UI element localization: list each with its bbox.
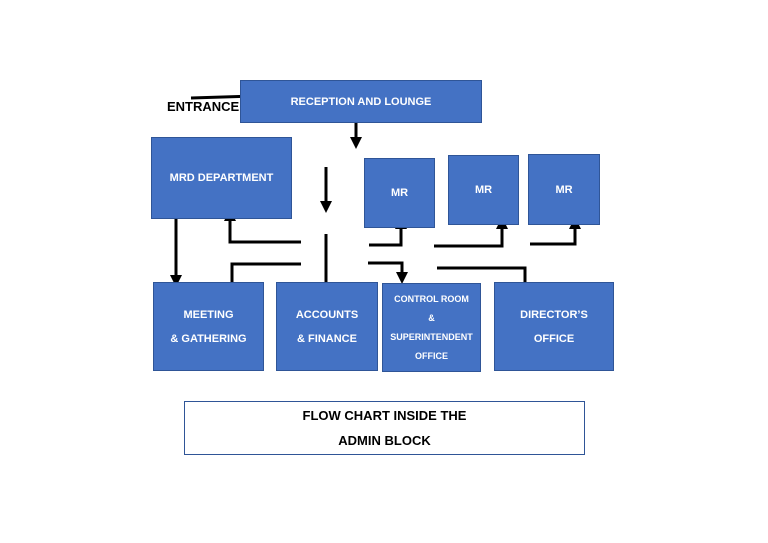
node-mr-3: MR	[528, 154, 600, 225]
node-director-line1: DIRECTOR’S	[520, 308, 588, 321]
node-mr-3-label: MR	[555, 183, 573, 196]
node-meeting-line1: MEETING	[183, 308, 234, 321]
node-mr-2: MR	[448, 155, 519, 225]
node-reception-label: RECEPTION AND LOUNGE	[290, 95, 432, 108]
node-control-room: CONTROL ROOM & SUPERINTENDENT OFFICE	[382, 283, 481, 372]
diagram-caption: FLOW CHART INSIDE THE ADMIN BLOCK	[184, 401, 585, 455]
node-meeting-line2: & GATHERING	[170, 332, 247, 345]
node-accounts-line2: & FINANCE	[297, 332, 357, 345]
node-control-line3: SUPERINTENDENT	[390, 331, 473, 342]
entrance-label: ENTRANCE	[167, 99, 240, 114]
node-mr-1: MR	[364, 158, 435, 228]
arrow-to-mr3	[530, 217, 581, 246]
node-director-line2: OFFICE	[533, 332, 575, 345]
node-directors-office: DIRECTOR’S OFFICE	[494, 282, 614, 371]
caption-line2: ADMIN BLOCK	[338, 433, 431, 448]
node-mrd-department: MRD DEPARTMENT	[151, 137, 292, 219]
arrow-to-mrd	[224, 209, 301, 244]
node-control-line2: &	[428, 312, 435, 323]
arrow-to-mr2	[434, 217, 508, 248]
node-mr-2-label: MR	[474, 184, 493, 196]
node-control-line1: CONTROL ROOM	[394, 293, 469, 304]
arrow-to-mr1	[369, 217, 407, 247]
caption-line1: FLOW CHART INSIDE THE	[302, 408, 467, 423]
node-accounts-line1: ACCOUNTS	[295, 308, 359, 321]
node-control-line4: OFFICE	[415, 350, 448, 361]
node-accounts-finance: ACCOUNTS & FINANCE	[276, 282, 378, 371]
node-meeting-gathering: MEETING & GATHERING	[153, 282, 264, 371]
node-mr-1-label: MR	[390, 187, 409, 199]
arrow-to-control-room	[368, 261, 408, 284]
node-reception: RECEPTION AND LOUNGE	[240, 80, 482, 123]
node-mrd-label: MRD DEPARTMENT	[169, 172, 274, 184]
